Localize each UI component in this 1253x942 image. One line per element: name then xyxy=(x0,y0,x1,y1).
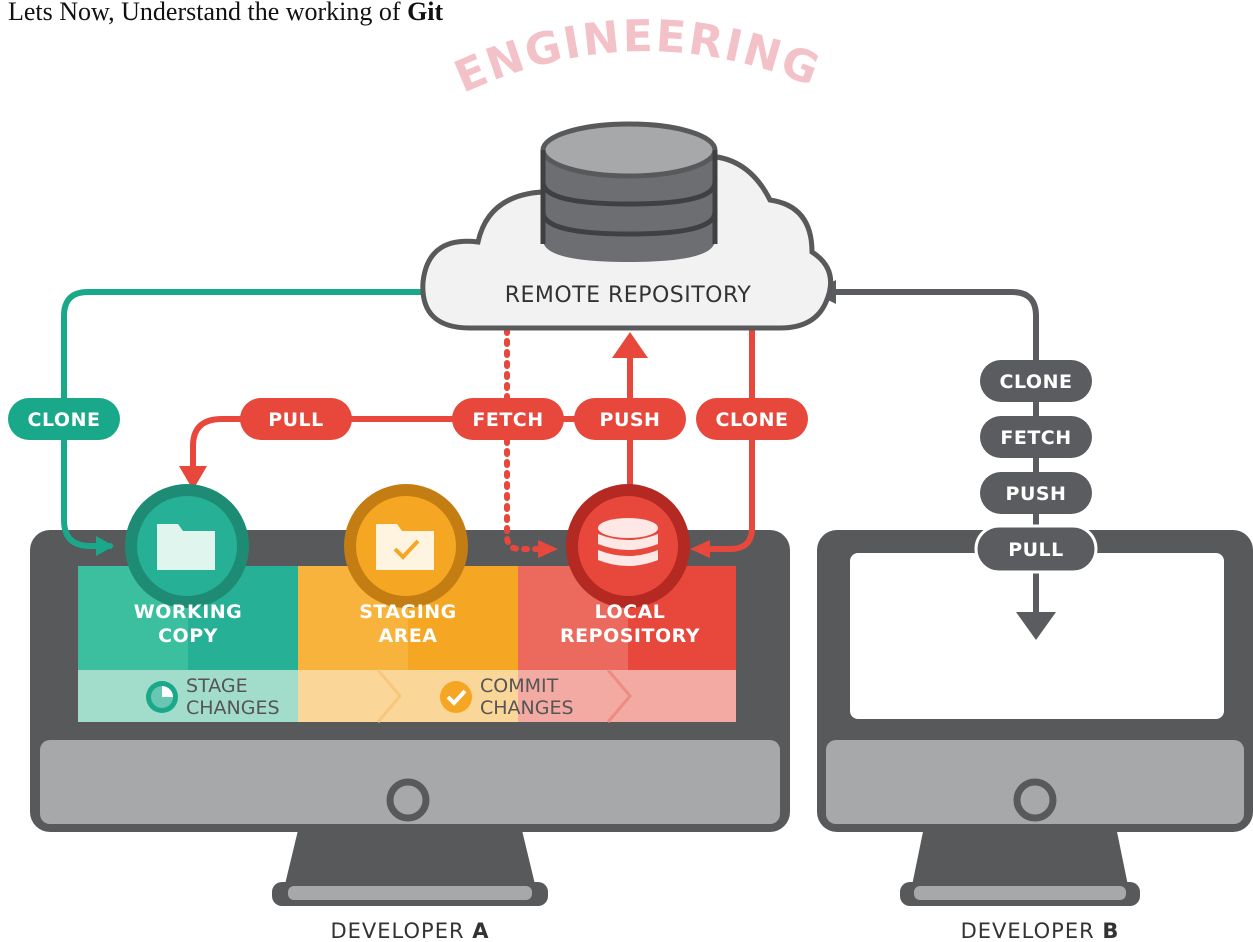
svg-text:CLONE: CLONE xyxy=(1000,371,1073,393)
svg-text:PUSH: PUSH xyxy=(600,409,661,431)
step-commit-changes: COMMIT CHANGES xyxy=(440,675,574,719)
svg-text:STAGE: STAGE xyxy=(186,675,248,697)
panel-staging-area: STAGING AREA xyxy=(359,601,457,647)
watermark-text: ENGINEERING xyxy=(447,11,825,103)
svg-text:COPY: COPY xyxy=(158,625,218,647)
pill-push: PUSH xyxy=(574,398,686,440)
developer-a-monitor xyxy=(30,530,790,906)
pill-b-clone: CLONE xyxy=(980,360,1092,402)
pie-chart-icon xyxy=(146,681,178,713)
pill-b-push: PUSH xyxy=(980,472,1092,514)
svg-text:CHANGES: CHANGES xyxy=(480,697,574,719)
developer-a-label: DEVELOPER A xyxy=(330,919,489,942)
intro-text: Lets Now, Understand the working of Git xyxy=(8,0,443,32)
svg-text:ENGINEERING: ENGINEERING xyxy=(447,11,827,103)
svg-text:FETCH: FETCH xyxy=(472,409,543,431)
staging-area-folder-check-icon xyxy=(344,484,468,608)
pill-b-fetch: FETCH xyxy=(980,416,1092,458)
panel-local-repository: LOCAL REPOSITORY xyxy=(560,601,700,647)
svg-text:LOCAL: LOCAL xyxy=(595,601,666,623)
remote-repository: REMOTE REPOSITORY xyxy=(420,121,834,331)
panel-working-copy: WORKING COPY xyxy=(134,601,243,647)
monitor-b-button xyxy=(1013,778,1057,822)
svg-text:PUSH: PUSH xyxy=(1006,483,1067,505)
remote-repository-label: REMOTE REPOSITORY xyxy=(505,283,752,308)
local-repository-database-icon xyxy=(566,484,690,608)
checkmark-circle-icon xyxy=(440,681,472,713)
pill-b-pull: PULL xyxy=(974,524,1098,574)
monitor-a-button xyxy=(386,778,430,822)
svg-text:STAGING: STAGING xyxy=(359,601,457,623)
svg-text:CLONE: CLONE xyxy=(28,409,101,431)
intro-prefix: Lets Now, Understand the working of xyxy=(8,0,408,26)
svg-text:PULL: PULL xyxy=(1008,539,1064,561)
pill-clone-green: CLONE xyxy=(8,398,120,440)
svg-text:CHANGES: CHANGES xyxy=(186,697,280,719)
svg-text:CLONE: CLONE xyxy=(716,409,789,431)
step-stage-changes: STAGE CHANGES xyxy=(146,675,280,719)
svg-text:PULL: PULL xyxy=(268,409,324,431)
pill-pull: PULL xyxy=(240,398,352,440)
svg-text:AREA: AREA xyxy=(378,625,437,647)
intro-git: Git xyxy=(407,0,444,26)
developer-b-label: DEVELOPER B xyxy=(961,919,1120,942)
svg-text:REPOSITORY: REPOSITORY xyxy=(560,625,700,647)
working-copy-folder-icon xyxy=(125,484,249,608)
svg-text:COMMIT: COMMIT xyxy=(480,675,559,697)
svg-text:FETCH: FETCH xyxy=(1000,427,1071,449)
pill-clone-red: CLONE xyxy=(696,398,808,440)
svg-text:WORKING: WORKING xyxy=(134,601,243,623)
database-icon xyxy=(540,121,718,262)
watermark: ENGINEERING xyxy=(447,11,827,103)
pill-fetch: FETCH xyxy=(452,398,564,440)
developer-b-ops: CLONE FETCH PUSH PULL xyxy=(974,360,1098,574)
